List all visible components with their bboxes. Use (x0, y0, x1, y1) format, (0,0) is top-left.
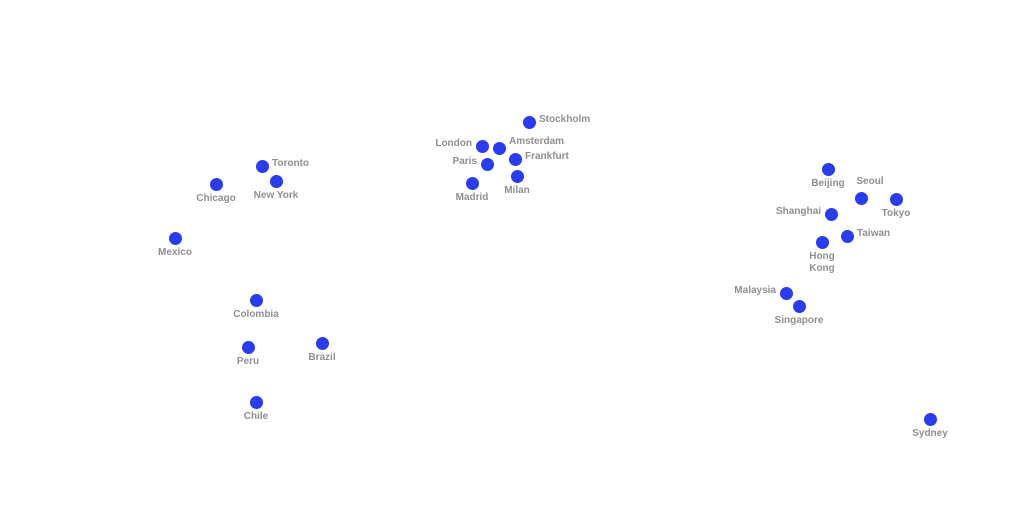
marker-dot[interactable] (853, 190, 869, 206)
city-label: Sydney (912, 428, 948, 439)
city-label: London (435, 138, 472, 149)
city-label: Milan (504, 185, 530, 196)
city-label: Beijing (811, 178, 845, 189)
city-label: Stockholm (539, 114, 591, 125)
city-label: Chile (243, 411, 269, 422)
marker-dot[interactable] (509, 168, 525, 184)
city-label: Amsterdam (509, 136, 565, 147)
marker-dot[interactable] (491, 140, 507, 156)
marker-dot[interactable] (791, 298, 807, 314)
marker-dot[interactable] (268, 173, 284, 189)
city-label: Seoul (856, 176, 884, 187)
marker-dot[interactable] (888, 191, 904, 207)
city-label: Paris (452, 156, 477, 167)
marker-dot[interactable] (254, 158, 270, 174)
marker-dot[interactable] (208, 176, 224, 192)
city-label: Mexico (158, 247, 192, 258)
city-label: Singapore (774, 315, 824, 326)
marker-dot[interactable] (248, 394, 264, 410)
city-label: Peru (236, 356, 260, 367)
city-label: Shanghai (775, 206, 821, 217)
marker-dot[interactable] (479, 156, 495, 172)
marker-dot[interactable] (248, 292, 264, 308)
city-label: Frankfurt (525, 151, 569, 162)
marker-dot[interactable] (240, 339, 256, 355)
marker-dot[interactable] (167, 230, 183, 246)
marker-dot[interactable] (814, 234, 830, 250)
city-label: Malaysia (734, 285, 776, 296)
city-label: Taiwan (857, 228, 891, 239)
marker-dot[interactable] (464, 175, 480, 191)
city-label: Madrid (455, 192, 489, 203)
city-label: Hong Kong (809, 251, 835, 274)
city-label: Chicago (196, 193, 236, 204)
marker-dot[interactable] (922, 411, 938, 427)
marker-dot[interactable] (820, 161, 836, 177)
marker-dot[interactable] (823, 206, 839, 222)
city-label: Brazil (308, 352, 336, 363)
city-label: Toronto (272, 158, 310, 169)
city-label: Tokyo (881, 208, 911, 219)
city-label: New York (253, 190, 299, 201)
marker-dot[interactable] (839, 228, 855, 244)
marker-dot[interactable] (521, 114, 537, 130)
marker-dot[interactable] (507, 151, 523, 167)
city-label: Colombia (233, 309, 279, 320)
marker-dot[interactable] (474, 138, 490, 154)
marker-dot[interactable] (314, 335, 330, 351)
marker-dot[interactable] (778, 285, 794, 301)
